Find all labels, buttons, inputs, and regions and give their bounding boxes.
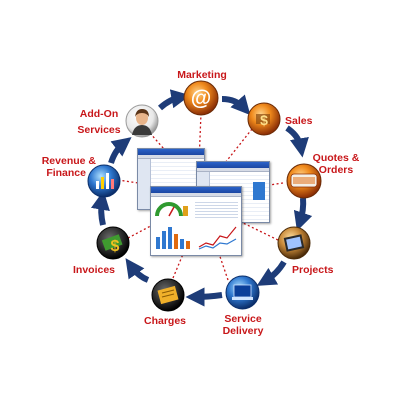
label-line: Marketing [177, 69, 227, 81]
bar-chart-thumbnail [156, 227, 190, 249]
screenshot-window-front [150, 186, 242, 256]
label-line: Charges [143, 315, 186, 327]
laptop-icon [225, 275, 260, 310]
arrow-addon-to-marketing [157, 89, 191, 111]
label-line: Delivery [222, 325, 264, 337]
label-line: Finance [46, 167, 86, 179]
arrow-invoices-to-revenue [90, 190, 110, 226]
person-icon [125, 104, 159, 138]
label-service-delivery: Service Delivery [213, 313, 273, 337]
svg-text:$: $ [111, 238, 120, 255]
arrow-projects-to-service [256, 260, 287, 286]
connector-invoices [127, 220, 161, 239]
money-icon: $ [96, 226, 130, 260]
label-line: Orders [318, 164, 354, 176]
label-marketing: Marketing [172, 69, 232, 81]
label-projects: Projects [292, 264, 333, 276]
label-invoices: Invoices [73, 264, 115, 276]
label-line: Projects [292, 264, 334, 276]
label-quotes-orders: Quotes & Orders [301, 152, 371, 176]
arrow-revenue-to-addon [108, 137, 132, 164]
chart-icon [87, 164, 121, 198]
svg-text:@: @ [191, 87, 211, 110]
label-line: Add-On [79, 108, 119, 120]
invoice-icon [151, 278, 185, 312]
get-quote-icon [286, 163, 322, 199]
notebook-icon [277, 226, 311, 260]
label-revenue-finance: Revenue & Finance [28, 155, 96, 179]
label-charges: Charges [135, 315, 195, 327]
arrow-marketing-to-sales [221, 94, 251, 116]
svg-text:$: $ [260, 112, 268, 128]
arrow-quotes-to-projects [293, 197, 313, 232]
connector-sales [224, 128, 253, 164]
label-line: Invoices [73, 264, 116, 276]
arrow-sales-to-quotes [285, 125, 309, 158]
connector-projects [238, 220, 279, 241]
line-chart-thumbnail [198, 226, 237, 250]
label-line: Sales [285, 115, 313, 127]
label-line: Service [224, 313, 262, 325]
gauge-thumbnail [155, 202, 188, 217]
label-sales: Sales [285, 115, 312, 127]
arrow-service-to-charges [185, 287, 223, 307]
label-line: Services [77, 124, 121, 136]
label-line: Quotes & [312, 152, 360, 164]
label-addon-services: Add-On Services [73, 108, 125, 136]
label-line: Revenue & [41, 155, 96, 167]
dollar-icon: $ [247, 102, 281, 136]
at-sign-icon: @ [183, 80, 219, 116]
cycle-arrows [90, 89, 313, 307]
arrow-charges-to-invoices [125, 258, 150, 283]
